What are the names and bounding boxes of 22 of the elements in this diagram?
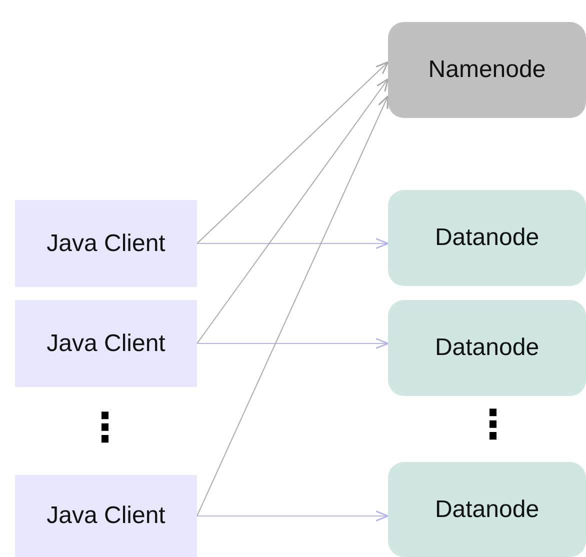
arrow bbox=[196, 238, 389, 250]
node-label: Java Client bbox=[46, 502, 166, 530]
ellipsis: ⋮ bbox=[85, 408, 125, 448]
client-box bbox=[15, 475, 197, 557]
node-label: Namenode bbox=[428, 56, 546, 84]
server-box bbox=[388, 190, 586, 286]
server-box bbox=[388, 22, 586, 118]
server-box bbox=[388, 300, 586, 396]
arrow bbox=[196, 338, 389, 350]
arrow bbox=[196, 61, 389, 244]
node-label: Java Client bbox=[46, 330, 166, 358]
node-label: Datanode bbox=[434, 334, 540, 362]
arrow bbox=[196, 510, 389, 522]
node-label: Datanode bbox=[434, 224, 540, 252]
arrow bbox=[196, 95, 389, 516]
arrow bbox=[196, 78, 389, 344]
server-box bbox=[388, 462, 586, 557]
client-box bbox=[15, 200, 197, 287]
ellipsis: ⋮ bbox=[473, 405, 513, 445]
node-label: Datanode bbox=[434, 496, 540, 524]
client-box bbox=[15, 300, 197, 387]
node-label: Java Client bbox=[46, 230, 166, 258]
